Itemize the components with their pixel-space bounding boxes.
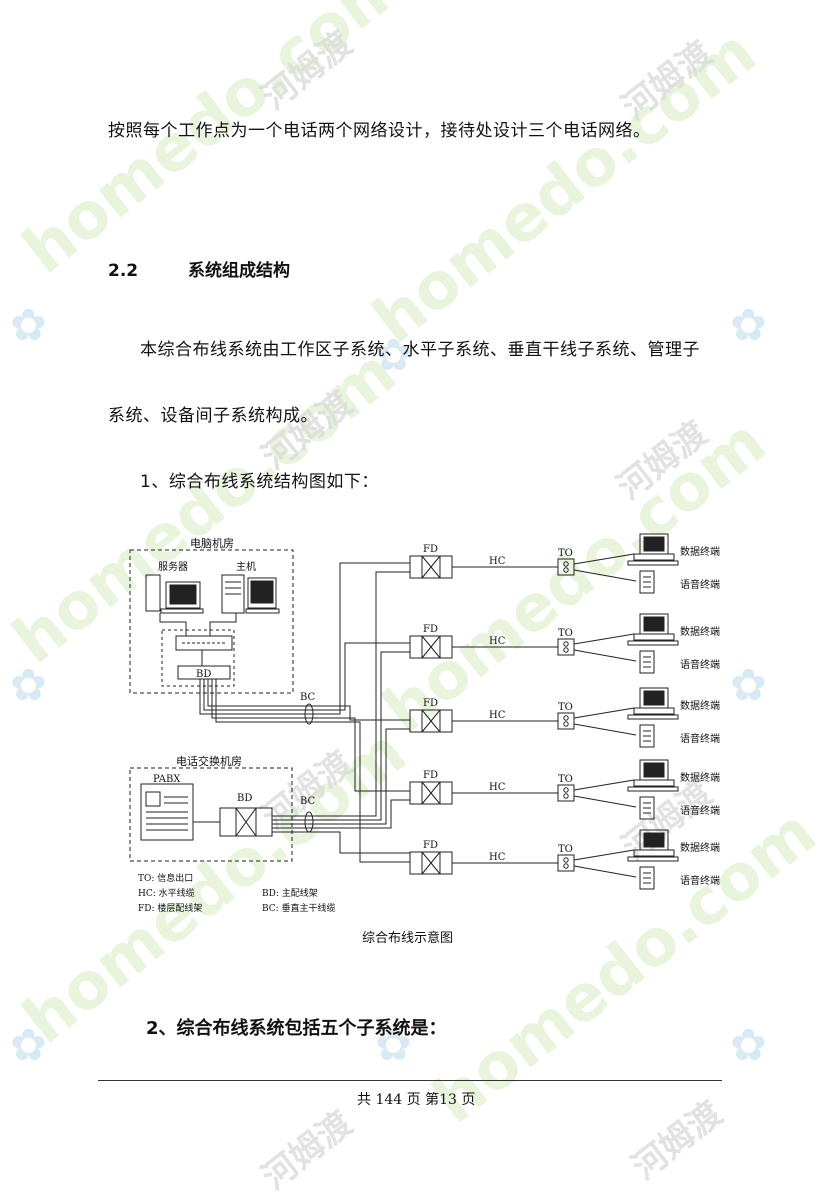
page-footer: 共 144 页 第13 页 <box>357 1092 476 1108</box>
to-label: TO <box>558 702 573 713</box>
voice-terminal-label: 语音终端 <box>680 658 720 671</box>
pabx-label: PABX <box>153 774 181 785</box>
flower-icon: ✿ <box>375 330 412 381</box>
section-title: 系统组成结构 <box>187 261 290 281</box>
pabx-cabinet <box>140 783 194 841</box>
hc-label: HC <box>489 852 506 863</box>
to-label: TO <box>558 844 573 855</box>
bc-label-lower: BC <box>300 796 316 807</box>
keyboard <box>627 714 679 720</box>
keyboard <box>627 640 679 646</box>
computer-base <box>633 707 675 715</box>
data-terminal-label: 数据终端 <box>680 625 720 638</box>
telephone <box>639 650 655 674</box>
flower-icon: ✿ <box>10 300 47 351</box>
voice-terminal-label: 语音终端 <box>680 804 720 817</box>
phone-room-label: 电话交换机房 <box>176 754 242 768</box>
flower-icon: ✿ <box>375 1020 412 1071</box>
server-label: 服务器 <box>158 560 188 573</box>
flower-icon: ✿ <box>10 660 47 711</box>
keyboard <box>627 786 679 792</box>
footer-divider <box>98 1080 722 1081</box>
computer-base <box>633 849 675 857</box>
hc-label: HC <box>489 556 506 567</box>
telephone <box>639 570 655 594</box>
legend-to: TO: 信息出口 <box>138 872 193 884</box>
fd-label: FD <box>423 544 438 555</box>
host-label: 主机 <box>236 560 256 573</box>
diagram-caption: 综合布线示意图 <box>362 930 453 946</box>
hc-label: HC <box>489 636 506 647</box>
keyboard <box>627 560 679 566</box>
section-heading: 2.2 系统组成结构 <box>108 256 290 281</box>
cabling-diagram: 电脑机房 服务器 主机 BD BC 电话交换机房 PABX BD BC TO: … <box>129 533 720 946</box>
hc-label: HC <box>489 782 506 793</box>
voice-terminal-label: 语音终端 <box>680 732 720 745</box>
bc-label-upper: BC <box>300 692 316 703</box>
to-outlet <box>557 712 575 730</box>
to-label: TO <box>558 548 573 559</box>
keyboard <box>627 856 679 862</box>
voice-terminal-label: 语音终端 <box>680 578 720 591</box>
network-switch <box>175 635 233 651</box>
bd-label: BD <box>196 669 211 680</box>
fd-label: FD <box>423 840 438 851</box>
to-outlet <box>557 638 575 656</box>
to-label: TO <box>558 628 573 639</box>
telephone <box>639 866 655 890</box>
flower-icon: ✿ <box>730 660 767 711</box>
list-item-five-subsystems: 2、综合布线系统包括五个子系统是： <box>146 1018 447 1039</box>
server-tower <box>145 574 161 612</box>
computer-base <box>633 633 675 641</box>
phone-bd-label: BD <box>237 793 252 804</box>
bc-bundle-lower <box>304 811 314 833</box>
telephone <box>639 724 655 748</box>
data-terminal-label: 数据终端 <box>680 545 720 558</box>
phone-room-box <box>129 767 293 862</box>
server-keyboard <box>160 608 204 614</box>
hc-label: HC <box>489 710 506 721</box>
flower-icon: ✿ <box>10 1020 47 1071</box>
list-item-structure-diagram: 1、综合布线系统结构图如下： <box>140 472 379 492</box>
to-label: TO <box>558 774 573 785</box>
host-monitor <box>247 577 277 609</box>
data-terminal-label: 数据终端 <box>680 841 720 854</box>
to-outlet <box>557 558 575 576</box>
fd-label: FD <box>423 770 438 781</box>
flower-icon: ✿ <box>730 300 767 351</box>
fd-label: FD <box>423 698 438 709</box>
voice-terminal-label: 语音终端 <box>680 874 720 887</box>
flower-icon: ✿ <box>730 1020 767 1071</box>
switch-area-box <box>161 629 235 687</box>
paragraph-composition-line2: 系统、设备间子系统构成。 <box>108 406 318 426</box>
legend-fd: FD: 楼层配线架 <box>138 902 202 914</box>
legend-bd: BD: 主配线架 <box>262 887 318 899</box>
legend-hc: HC: 水平线缆 <box>138 887 195 899</box>
host-tower <box>221 574 245 614</box>
paragraph-composition-line1: 本综合布线系统由工作区子系统、水平子系统、垂直干线子系统、管理子 <box>140 340 700 360</box>
paragraph-phone-network: 按照每个工作点为一个电话两个网络设计，接待处设计三个电话网络。 <box>108 121 651 141</box>
section-number: 2.2 <box>108 261 139 281</box>
to-outlet <box>557 854 575 872</box>
legend-bc: BC: 垂直主干线缆 <box>262 902 336 914</box>
phone-bd-frame <box>219 807 273 837</box>
computer-base <box>633 553 675 561</box>
to-outlet <box>557 784 575 802</box>
computer-room-label: 电脑机房 <box>190 536 234 550</box>
data-terminal-label: 数据终端 <box>680 699 720 712</box>
fd-label: FD <box>423 624 438 635</box>
telephone <box>639 796 655 820</box>
server-monitor <box>165 581 201 609</box>
bc-bundle-upper <box>304 703 314 725</box>
data-terminal-label: 数据终端 <box>680 771 720 784</box>
computer-base <box>633 779 675 787</box>
